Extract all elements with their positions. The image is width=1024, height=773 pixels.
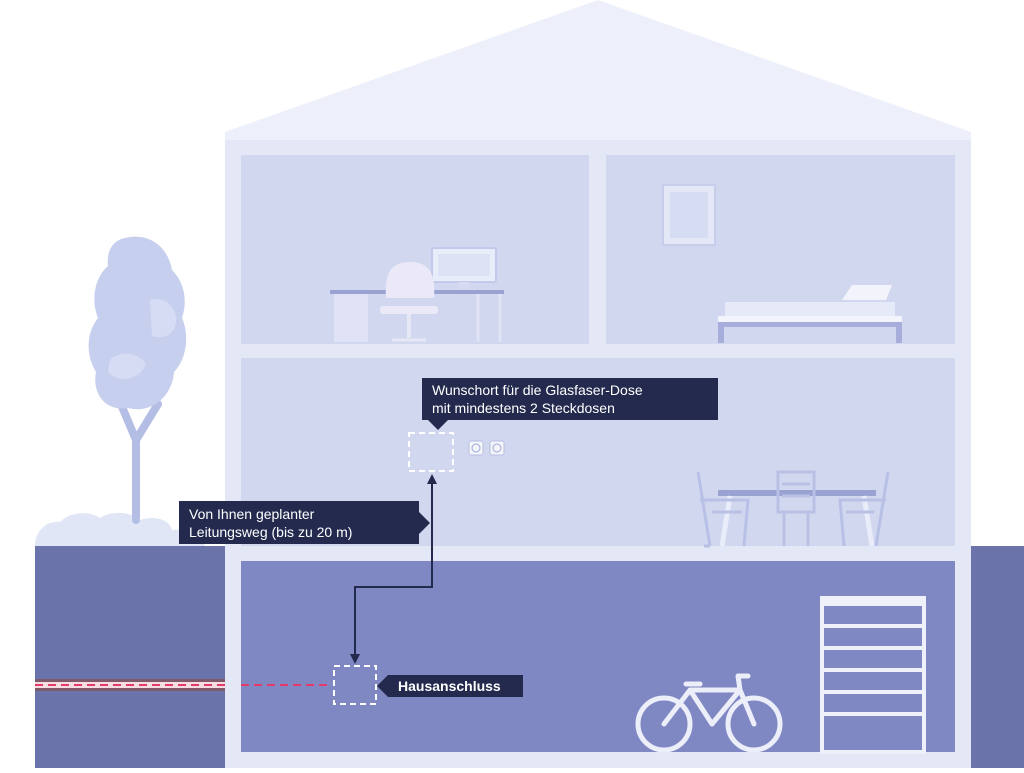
wunschort-line-2: mit mindestens 2 Steckdosen — [432, 400, 615, 416]
socket-icon — [468, 440, 505, 456]
leitungsweg-line-1: Von Ihnen geplanter — [189, 506, 315, 522]
bed-icon — [718, 285, 902, 343]
fiber-line — [35, 679, 330, 691]
tree-icon — [88, 236, 187, 524]
chair-icon — [380, 262, 438, 342]
dining-table-icon — [696, 470, 890, 548]
roof — [225, 0, 971, 142]
shelf-icon — [820, 596, 926, 754]
room-upper-left — [241, 155, 589, 344]
leitungsweg-line-2: Leitungsweg (bis zu 20 m) — [189, 524, 353, 540]
hausanschluss-text: Hausanschluss — [398, 678, 501, 694]
ground-right — [971, 546, 1024, 768]
house-connection-box — [333, 665, 377, 705]
leitungsweg-label: Von Ihnen geplanter Leitungsweg (bis zu … — [179, 501, 430, 544]
cable-route — [350, 474, 437, 664]
wunschort-label: Wunschort für die Glasfaser-Dose mit min… — [422, 378, 718, 430]
bicycle-icon — [635, 673, 783, 753]
ground-left — [35, 546, 225, 768]
bush — [35, 512, 205, 546]
room-basement — [241, 561, 955, 752]
fiber-box-target — [408, 432, 454, 472]
hausanschluss-label: Hausanschluss — [377, 675, 523, 697]
wunschort-line-1: Wunschort für die Glasfaser-Dose — [432, 382, 643, 398]
monitor-icon — [431, 247, 497, 290]
picture-frame-icon — [662, 184, 716, 246]
